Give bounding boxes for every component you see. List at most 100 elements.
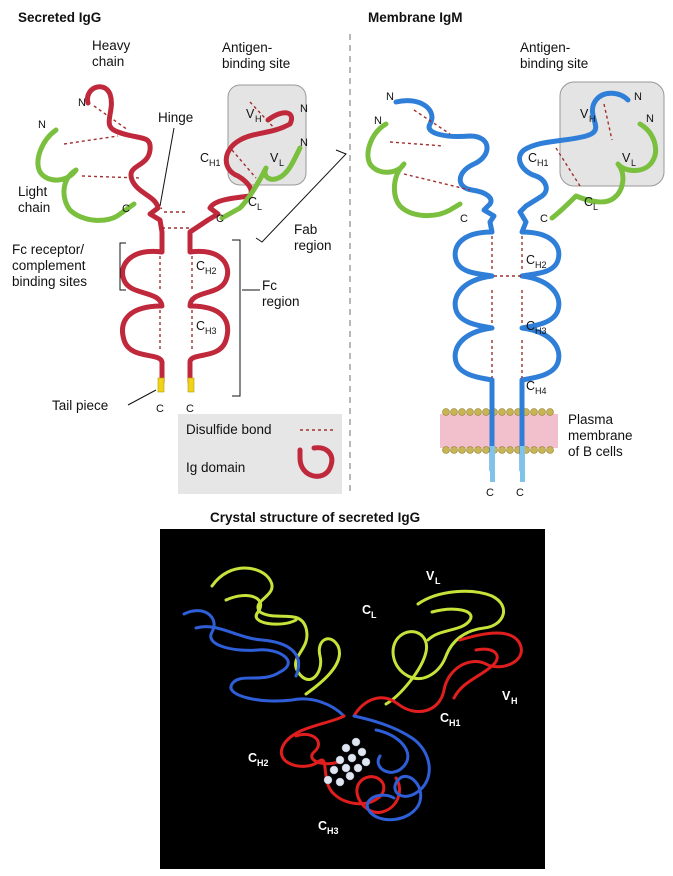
svg-text:H1: H1 bbox=[209, 158, 221, 168]
svg-text:V: V bbox=[502, 689, 511, 703]
crystal-label-vh: V H bbox=[502, 689, 518, 706]
igm-antigen-site-label-1: Antigen- bbox=[520, 40, 570, 55]
crystal-carbohydrate bbox=[323, 737, 371, 787]
crystal-left-fab-heavy bbox=[182, 609, 346, 718]
igg-domain-vh: V H bbox=[246, 107, 262, 124]
svg-text:H3: H3 bbox=[205, 326, 217, 336]
light-chain-label-2: chain bbox=[18, 200, 50, 215]
membrane-igm-title: Membrane IgM bbox=[368, 10, 463, 25]
heavy-chain-label-1: Heavy bbox=[92, 38, 131, 53]
svg-text:H1: H1 bbox=[449, 718, 461, 728]
igm-anchor-left bbox=[490, 446, 495, 482]
igm-heavy-chain-left bbox=[393, 98, 497, 473]
hinge-pointer bbox=[159, 127, 175, 207]
svg-text:C: C bbox=[200, 151, 209, 165]
igm-n-terminus-heavy-left: N bbox=[386, 91, 394, 103]
igm-domain-vh: V H bbox=[580, 107, 596, 124]
fc-receptor-bracket bbox=[119, 242, 126, 291]
crystal-right-fab-light bbox=[384, 589, 505, 706]
svg-text:V: V bbox=[270, 151, 279, 165]
crystal-right-fab-light-2 bbox=[426, 607, 473, 642]
crystal-fc-red-2 bbox=[294, 733, 344, 766]
membrane-label-2: membrane bbox=[568, 428, 633, 443]
igm-light-chain-left bbox=[365, 121, 463, 218]
igg-heavy-chain-left bbox=[85, 84, 165, 385]
igm-c-terminus-heavy-left: C bbox=[486, 487, 494, 499]
igm-n-terminus-heavy-right: N bbox=[634, 91, 642, 103]
fc-receptor-label-3: binding sites bbox=[12, 274, 87, 289]
igg-domain-cl: C L bbox=[248, 195, 262, 212]
svg-text:H4: H4 bbox=[535, 386, 547, 396]
crystal-structure-title: Crystal structure of secreted IgG bbox=[210, 510, 420, 525]
igg-c-terminus-heavy-left: C bbox=[156, 403, 164, 415]
svg-text:C: C bbox=[362, 603, 371, 617]
svg-text:L: L bbox=[257, 202, 262, 212]
igm-light-chains bbox=[365, 121, 658, 221]
igg-light-chains bbox=[35, 127, 303, 223]
igm-domain-ch4: C H4 bbox=[526, 379, 547, 396]
crystal-label-ch2: C H2 bbox=[248, 751, 269, 768]
fc-label-2: region bbox=[262, 294, 300, 309]
tail-piece-pointer bbox=[127, 389, 157, 406]
fc-bracket bbox=[232, 239, 241, 397]
svg-text:C: C bbox=[526, 319, 535, 333]
crystal-fc-red bbox=[280, 714, 401, 814]
svg-text:H: H bbox=[589, 114, 596, 124]
svg-text:H: H bbox=[255, 114, 262, 124]
crystal-ribbons bbox=[182, 566, 523, 822]
crystal-label-ch1: C H1 bbox=[440, 711, 461, 728]
tail-piece-label: Tail piece bbox=[52, 398, 108, 413]
fc-label-1: Fc bbox=[262, 278, 277, 293]
crystal-left-fab-light-2 bbox=[224, 594, 298, 626]
igm-c-terminus-heavy-right: C bbox=[516, 487, 524, 499]
igm-heavy-chain-right bbox=[517, 90, 631, 473]
igg-n-terminus-light-right: N bbox=[300, 137, 308, 149]
igg-domain-ch1: C H1 bbox=[200, 151, 221, 168]
igg-domain-ch2: C H2 bbox=[196, 259, 217, 276]
plasma-membrane bbox=[440, 408, 558, 454]
igg-n-terminus-heavy: N bbox=[78, 97, 86, 109]
igm-anchor-right bbox=[520, 446, 525, 482]
igg-c-terminus-light-left: C bbox=[122, 203, 130, 215]
svg-text:C: C bbox=[526, 253, 535, 267]
igg-domain-ch3: C H3 bbox=[196, 319, 217, 336]
igg-domain-vl: V L bbox=[270, 151, 284, 168]
igg-heavy-chains bbox=[85, 84, 294, 385]
fc-receptor-label-1: Fc receptor/ bbox=[12, 242, 84, 257]
igg-light-chain-right bbox=[219, 145, 303, 221]
crystal-right-fab-heavy bbox=[352, 631, 523, 718]
membrane-lipid-heads-top bbox=[442, 408, 554, 416]
svg-text:H1: H1 bbox=[537, 158, 549, 168]
svg-text:H: H bbox=[511, 696, 518, 706]
igm-disulfide-bonds bbox=[389, 103, 613, 378]
crystal-fc-blue bbox=[352, 714, 431, 822]
antigen-site-label-1: Antigen- bbox=[222, 40, 272, 55]
igg-n-terminus-heavy-right: N bbox=[300, 103, 308, 115]
igg-c-terminus-heavy-right: C bbox=[186, 403, 194, 415]
svg-text:L: L bbox=[631, 158, 636, 168]
igm-c-terminus-light-right: C bbox=[540, 213, 548, 225]
legend-disulfide-label: Disulfide bond bbox=[186, 422, 272, 437]
heavy-chain-label-2: chain bbox=[92, 54, 124, 69]
crystal-fc-blue-2 bbox=[374, 728, 410, 774]
svg-text:L: L bbox=[593, 202, 598, 212]
igg-heavy-chain-right bbox=[187, 110, 294, 385]
igm-light-chain-right bbox=[549, 121, 658, 221]
crystal-right-fab-heavy-2 bbox=[452, 647, 499, 700]
igg-c-terminus-light-right: C bbox=[216, 213, 224, 225]
igg-disulfide-bonds bbox=[63, 101, 277, 350]
secreted-igg-title: Secreted IgG bbox=[18, 10, 101, 25]
fc-receptor-label-2: complement bbox=[12, 258, 86, 273]
tail-piece-right bbox=[187, 377, 195, 393]
svg-text:H3: H3 bbox=[327, 826, 339, 836]
svg-text:C: C bbox=[248, 195, 257, 209]
igm-heavy-chains bbox=[393, 90, 631, 473]
crystal-left-fab-light bbox=[210, 566, 341, 696]
igm-domain-ch3: C H3 bbox=[526, 319, 547, 336]
membrane-label-1: Plasma bbox=[568, 412, 614, 427]
crystal-label-vl: V L bbox=[426, 569, 441, 586]
svg-text:H2: H2 bbox=[257, 758, 269, 768]
svg-text:V: V bbox=[246, 107, 255, 121]
legend-box bbox=[178, 414, 342, 494]
